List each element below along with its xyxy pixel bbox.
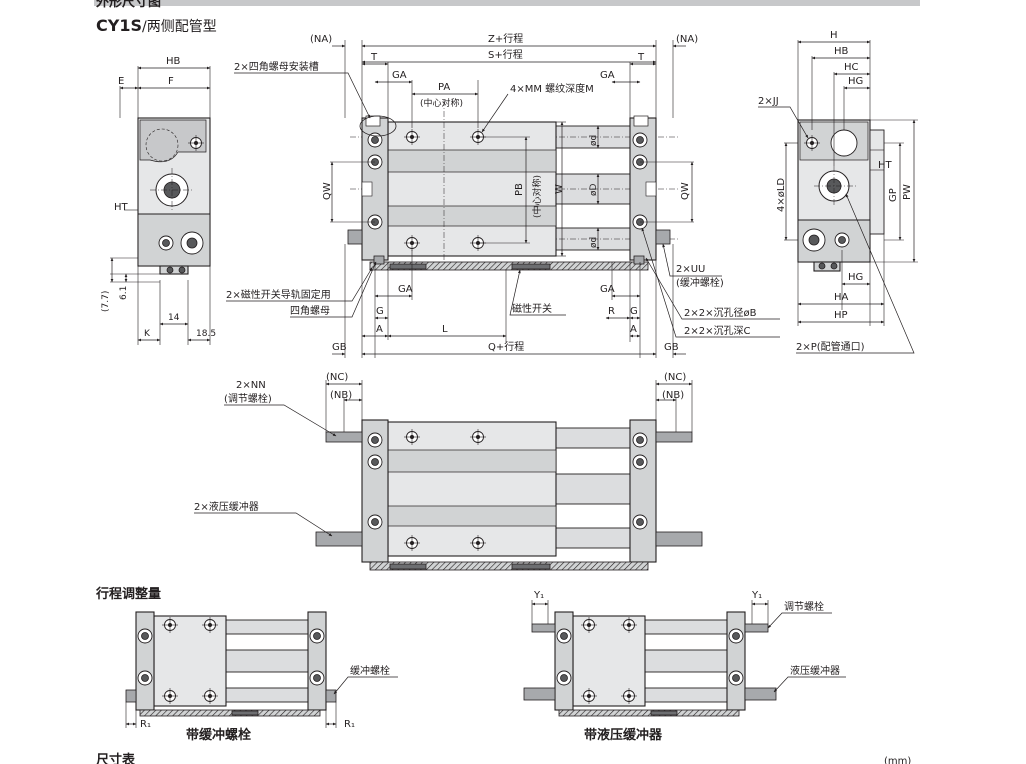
with-absorber-caption: 带液压缓冲器 <box>584 727 663 743</box>
left-f-label: F <box>168 76 174 87</box>
ha-label: HA <box>834 292 849 303</box>
left-61-label: 6.1 <box>119 286 129 300</box>
left-14-label: 14 <box>168 313 180 323</box>
left-hb-label: HB <box>166 56 181 67</box>
switch-rail-label: 2×磁性开关导轨固定用 <box>226 288 331 301</box>
g-right-label: G <box>630 306 638 317</box>
w-label: W <box>554 184 565 194</box>
nc-left-label: (NC) <box>326 372 348 383</box>
pa-note-label: (中心对称) <box>420 97 463 109</box>
left-end-view: HB E F HT (7.7) 6.1 14 K 18.5 <box>101 56 216 345</box>
l-label: L <box>442 324 448 335</box>
left-e-label: E <box>118 76 124 87</box>
gb-right-label: GB <box>664 342 679 353</box>
table-title: 尺寸表 <box>96 752 136 764</box>
shock-absorber-view: (NC) (NB) (NC) (NB) 2×NN (调节螺栓) 2×液压缓冲器 <box>194 372 703 571</box>
left-185-label: 18.5 <box>196 329 216 339</box>
header: 外形尺寸图 CY1S/两侧配管型 <box>94 0 920 35</box>
q-stroke-label: Q+行程 <box>488 340 524 353</box>
y1-right-label: Y₁ <box>751 590 762 601</box>
front-view: Z+行程 (NA) (NA) S+行程 T T GA GA PA (中心对称) … <box>226 32 780 358</box>
magnetic-switch-label: 磁性开关 <box>512 302 552 315</box>
right-end-view: H HB HC HG 2×JJ HT 4×øLD GP PW HG HA HP … <box>758 30 918 354</box>
uu-label: 2×UU <box>676 264 705 275</box>
model-code: CY1S <box>96 16 142 35</box>
nb-left-label: (NB) <box>330 390 352 401</box>
z-stroke-label: Z+行程 <box>488 32 523 45</box>
stroke-adjust-bolt-view: 行程调整量 R₁ R₁ 缓冲螺栓 带缓冲螺栓 <box>95 586 398 743</box>
hg-top-label: HG <box>848 76 863 87</box>
hc-label: HC <box>844 62 859 73</box>
g-left-label: G <box>376 306 384 317</box>
model-title: CY1S/两侧配管型 <box>96 16 217 35</box>
gp-label: GP <box>888 188 899 202</box>
a-left-label: A <box>376 324 383 335</box>
cushion-bolt-label: 缓冲螺栓 <box>350 664 390 677</box>
y1-left-label: Y₁ <box>533 590 544 601</box>
left-ht-label: HT <box>114 202 129 213</box>
unit-note: (mm) <box>884 756 911 764</box>
t-left-label: T <box>370 52 378 63</box>
od-top-label: ød <box>589 135 599 146</box>
hg-bottom-label: HG <box>848 272 863 283</box>
s-stroke-label: S+行程 <box>488 48 523 61</box>
pb-note-label: (中心对称) <box>531 175 543 218</box>
ld-label: 4×øLD <box>776 178 787 212</box>
stroke-adjust-title: 行程调整量 <box>95 586 161 602</box>
with-bolt-caption: 带缓冲螺栓 <box>186 727 251 743</box>
ga-right-label: GA <box>600 70 615 81</box>
shock-absorber-label: 液压缓冲器 <box>790 664 840 677</box>
od-mid-label: øD <box>589 183 599 196</box>
nc-right-label: (NC) <box>664 372 686 383</box>
nut-slot-label: 2×四角螺母安装槽 <box>234 60 319 73</box>
mm-note-label: 4×MM 螺纹深度M <box>510 82 594 95</box>
nb-right-label: (NB) <box>662 390 684 401</box>
left-77-label: (7.7) <box>101 291 111 312</box>
pa-label: PA <box>438 82 450 93</box>
section-title: 外形尺寸图 <box>95 0 161 10</box>
pb-label: PB <box>514 183 525 196</box>
gb-left-label: GB <box>332 342 347 353</box>
left-k-label: K <box>144 329 151 339</box>
counterbore-c-label: 2×2×沉孔深C <box>684 324 750 337</box>
port-label: 2×P(配管通口) <box>796 340 865 353</box>
jj-label: 2×JJ <box>758 96 779 107</box>
r1-right-label: R₁ <box>344 719 355 730</box>
r1-left-label: R₁ <box>140 719 151 730</box>
t-right-label: T <box>637 52 645 63</box>
ga-bottom-left-label: GA <box>398 284 413 295</box>
nn-label: 2×NN <box>236 380 266 391</box>
a-right-label: A <box>630 324 637 335</box>
qw-right-label: QW <box>680 182 691 200</box>
na-left-label: (NA) <box>310 34 332 45</box>
uu-note-label: (缓冲螺栓) <box>676 276 724 289</box>
qw-left-label: QW <box>322 182 333 200</box>
h-label: H <box>830 30 838 41</box>
nn-note-label: (调节螺栓) <box>224 392 272 405</box>
square-nut-label: 四角螺母 <box>290 305 330 317</box>
model-suffix: /两侧配管型 <box>142 19 217 35</box>
stroke-adjust-absorber-view: Y₁ Y₁ 调节螺栓 液压缓冲器 带液压缓冲器 <box>523 590 846 743</box>
absorber-label: 2×液压缓冲器 <box>194 500 259 513</box>
counterbore-b-label: 2×2×沉孔径øB <box>684 306 757 319</box>
adjust-bolt-label: 调节螺栓 <box>784 600 824 613</box>
hp-label: HP <box>834 310 848 321</box>
ga-bottom-right-label: GA <box>600 284 615 295</box>
right-ht-label: HT <box>878 160 893 171</box>
footer: 尺寸表 (mm) <box>96 752 911 764</box>
r-label: R <box>608 306 615 317</box>
ga-left-label: GA <box>392 70 407 81</box>
na-right-label: (NA) <box>676 34 698 45</box>
od-bottom-label: ød <box>589 237 599 248</box>
right-hb-label: HB <box>834 46 849 57</box>
pw-label: PW <box>902 184 913 200</box>
